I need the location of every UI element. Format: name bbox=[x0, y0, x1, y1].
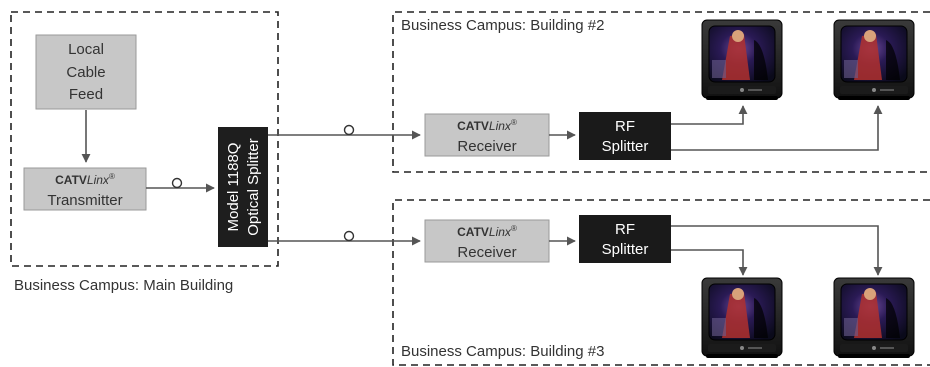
rf-splitter-b3-box bbox=[579, 215, 671, 263]
television-icon bbox=[833, 19, 915, 101]
transmitter-box bbox=[23, 167, 147, 211]
zone-main-label: Business Campus: Main Building bbox=[14, 277, 233, 294]
zone-building-2 bbox=[392, 11, 930, 173]
rf-splitter-b2-line1: RF bbox=[615, 118, 635, 135]
fiber-connector-icon bbox=[171, 177, 183, 189]
television-icon bbox=[833, 277, 915, 359]
optical-splitter-line2: Optical Splitter bbox=[245, 138, 262, 236]
optical-splitter-line1: Model 1188Q bbox=[225, 143, 242, 232]
rf-splitter-b2-box bbox=[579, 112, 671, 160]
zone-b3-label: Business Campus: Building #3 bbox=[401, 343, 604, 360]
zone-main-building bbox=[10, 11, 279, 267]
television-icon bbox=[701, 19, 783, 101]
coax-line-b3-tv1 bbox=[671, 249, 748, 276]
television-icon bbox=[701, 277, 783, 359]
feed-line1: Local bbox=[68, 41, 104, 58]
rf-splitter-b3-line1: RF bbox=[615, 221, 635, 238]
receiver-b2-box bbox=[424, 113, 550, 157]
rf-splitter-b3-line2: Splitter bbox=[602, 241, 649, 258]
feed-line2: Cable bbox=[66, 64, 105, 81]
fiber-connector-icon bbox=[343, 230, 355, 242]
receiver-b2-brand: CATVLinx® bbox=[457, 118, 517, 133]
transmitter-label: Transmitter bbox=[47, 192, 122, 209]
coax-line-b2-tv2 bbox=[671, 105, 883, 151]
optical-splitter-box bbox=[218, 127, 268, 247]
receiver-b3-brand: CATVLinx® bbox=[457, 224, 517, 239]
receiver-b3-box bbox=[424, 219, 550, 263]
transmitter-brand: CATVLinx® bbox=[55, 172, 115, 187]
receiver-b3-label: Receiver bbox=[457, 244, 516, 261]
receiver-b2-label: Receiver bbox=[457, 138, 516, 155]
coax-line-b2-tv1 bbox=[671, 105, 748, 125]
rf-splitter-b2-line2: Splitter bbox=[602, 138, 649, 155]
local-cable-feed-box bbox=[35, 34, 137, 110]
coax-line-b3-tv2 bbox=[671, 225, 883, 276]
fiber-connector-icon bbox=[343, 124, 355, 136]
zone-b2-label: Business Campus: Building #2 bbox=[401, 17, 604, 34]
feed-line3: Feed bbox=[69, 86, 103, 103]
zone-building-3 bbox=[392, 199, 930, 366]
